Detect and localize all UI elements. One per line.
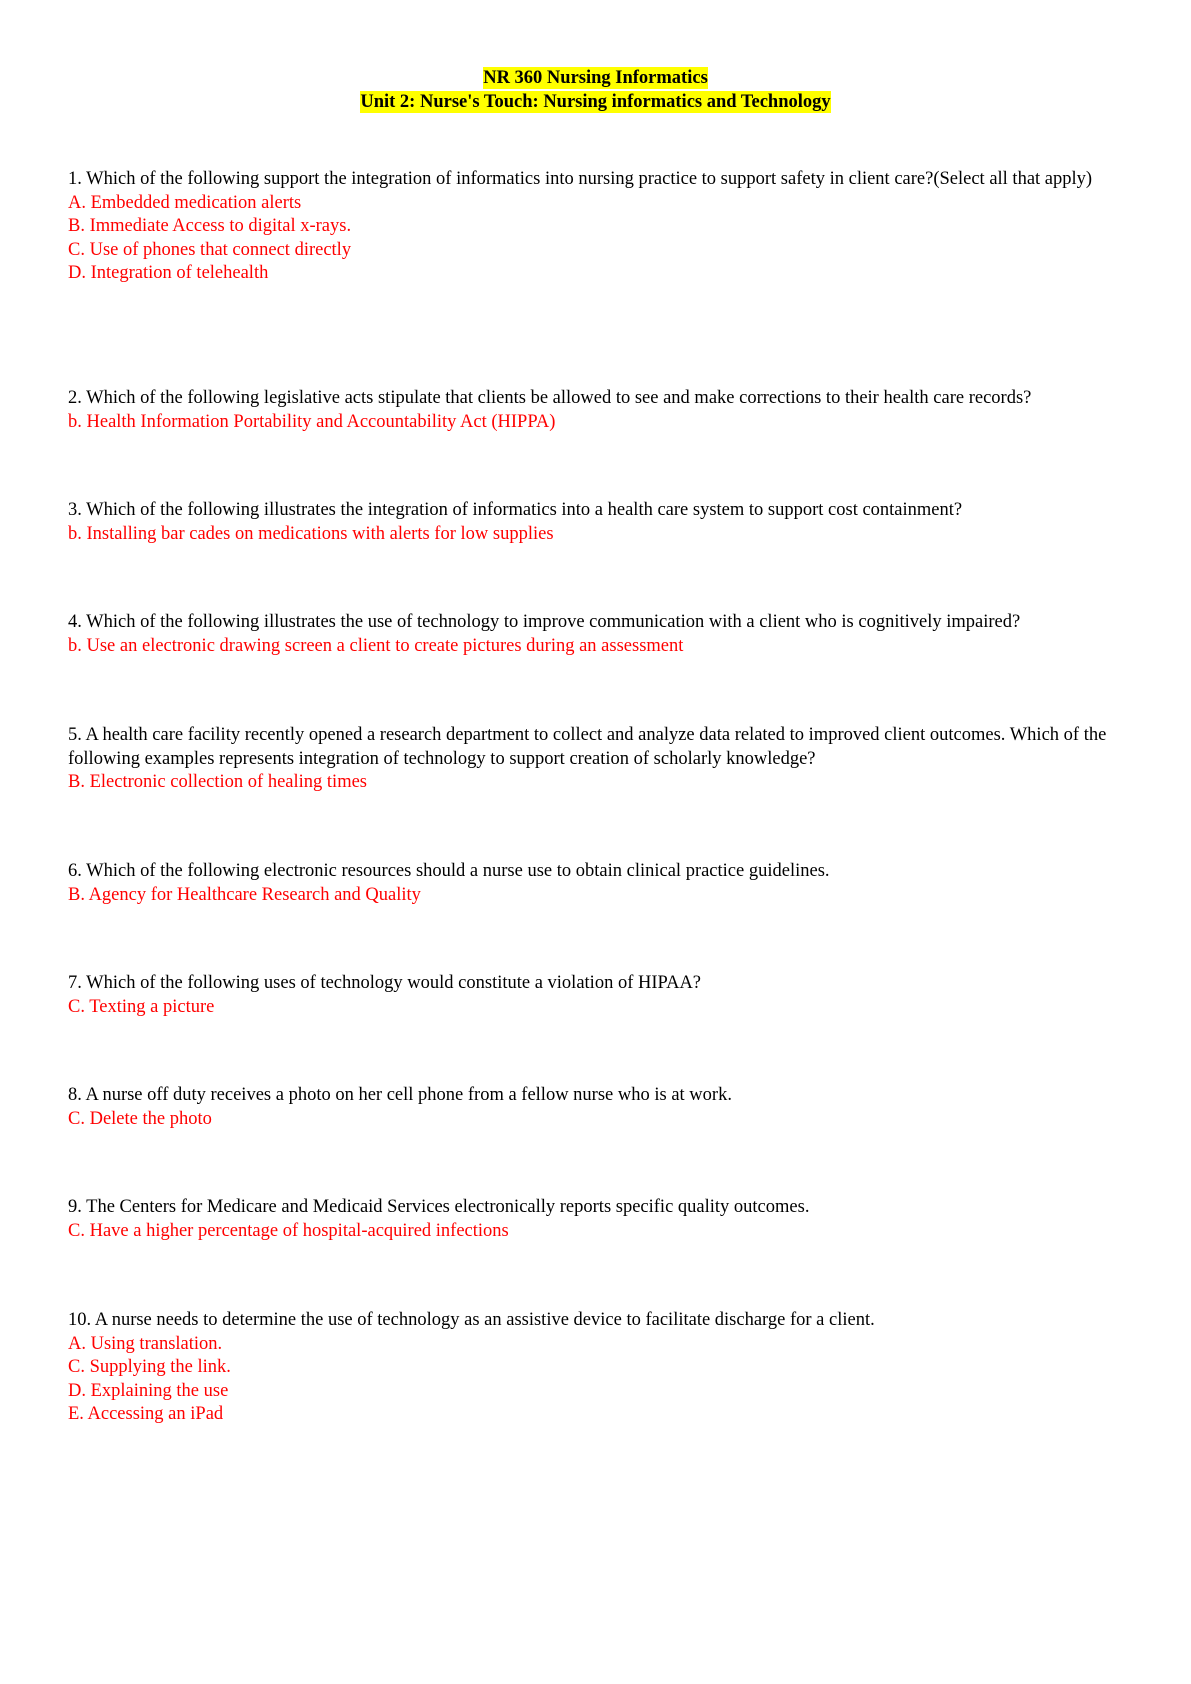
question-text: 10. A nurse needs to determine the use o…	[68, 1310, 875, 1330]
document-subtitle: Unit 2: Nurse's Touch: Nursing informati…	[360, 91, 831, 113]
question-3: 3. Which of the following illustrates th…	[68, 499, 1128, 546]
answer: B. Electronic collection of healing time…	[68, 772, 367, 792]
answer: D. Integration of telehealth	[68, 263, 269, 283]
question-text: 8. A nurse off duty receives a photo on …	[68, 1085, 732, 1105]
document-title: NR 360 Nursing Informatics	[483, 67, 708, 89]
answer: B. Agency for Healthcare Research and Qu…	[68, 884, 421, 905]
question-9: 9. The Centers for Medicare and Medicaid…	[68, 1196, 1128, 1243]
answer: b. Installing bar cades on medications w…	[68, 523, 554, 544]
answer: D. Explaining the use	[68, 1380, 229, 1401]
answer: C. Supplying the link.	[68, 1357, 231, 1377]
question-8: 8. A nurse off duty receives a photo on …	[68, 1084, 1128, 1131]
question-text: 1. Which of the following support the in…	[68, 169, 1093, 189]
answer: C. Use of phones that connect directly	[68, 239, 352, 260]
question-5: 5. A health care facility recently opene…	[68, 724, 1128, 795]
answer: C. Texting a picture	[68, 996, 215, 1017]
document-header: NR 360 Nursing Informatics Unit 2: Nurse…	[0, 66, 1191, 114]
answer: A. Using translation.	[68, 1333, 223, 1354]
answer: E. Accessing an iPad	[68, 1404, 224, 1424]
question-text: 5. A health care facility recently opene…	[68, 725, 1107, 769]
answer: C. Have a higher percentage of hospital-…	[68, 1220, 509, 1241]
question-2: 2. Which of the following legislative ac…	[68, 387, 1128, 434]
question-text: 3. Which of the following illustrates th…	[68, 500, 963, 520]
question-text: 2. Which of the following legislative ac…	[68, 388, 1032, 408]
question-text: 4. Which of the following illustrates th…	[68, 612, 1021, 632]
question-text: 9. The Centers for Medicare and Medicaid…	[68, 1197, 810, 1217]
answer: B. Immediate Access to digital x-rays.	[68, 216, 352, 236]
question-10: 10. A nurse needs to determine the use o…	[68, 1309, 1128, 1427]
question-text: 6. Which of the following electronic res…	[68, 861, 830, 881]
answer: b. Health Information Portability and Ac…	[68, 411, 556, 432]
answer: b. Use an electronic drawing screen a cl…	[68, 635, 684, 656]
question-7: 7. Which of the following uses of techno…	[68, 972, 1128, 1019]
answer: C. Delete the photo	[68, 1108, 212, 1129]
question-6: 6. Which of the following electronic res…	[68, 860, 1128, 907]
question-1: 1. Which of the following support the in…	[68, 168, 1128, 286]
question-text: 7. Which of the following uses of techno…	[68, 973, 702, 993]
answer: A. Embedded medication alerts	[68, 192, 302, 213]
question-4: 4. Which of the following illustrates th…	[68, 611, 1128, 658]
